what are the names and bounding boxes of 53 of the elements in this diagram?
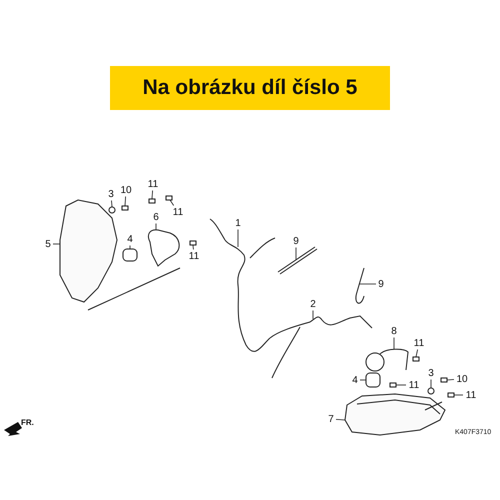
- rubber-strap: [278, 246, 318, 274]
- bolt: [148, 198, 156, 204]
- headlight-lens: [344, 394, 446, 436]
- callout-number: 10: [455, 374, 469, 384]
- callout-number: 3: [427, 368, 435, 378]
- callout-number: 9: [377, 278, 385, 290]
- bulb: [366, 372, 380, 388]
- callout-number: 7: [327, 414, 335, 424]
- washer: [108, 206, 116, 214]
- callout-number: 8: [390, 326, 398, 336]
- bolt: [412, 356, 420, 362]
- title-banner: Na obrázku díl číslo 5: [110, 66, 390, 110]
- leader-line: [124, 196, 126, 206]
- callout-number: 4: [126, 234, 134, 244]
- bolt: [440, 378, 448, 382]
- leader-line: [446, 379, 454, 380]
- leader-line: [312, 310, 314, 320]
- callout-number: 3: [107, 188, 115, 200]
- cable-tie: [355, 268, 364, 304]
- bolt: [190, 240, 196, 246]
- washer: [428, 388, 434, 394]
- front-direction-label: FR.: [21, 418, 34, 427]
- leader-line: [170, 200, 174, 206]
- callout-number: 5: [44, 238, 52, 250]
- callout-number: 11: [187, 250, 201, 262]
- bolt: [166, 196, 172, 200]
- leader-line: [336, 418, 346, 420]
- leader-line: [416, 349, 418, 358]
- callout-number: 6: [152, 212, 160, 222]
- leader-line: [152, 190, 153, 200]
- leader-line: [192, 244, 194, 250]
- bolt: [122, 206, 128, 210]
- bulb: [122, 248, 138, 262]
- callout-number: 11: [171, 206, 185, 218]
- callout-number: 2: [309, 298, 317, 310]
- headlight-lens: [60, 199, 118, 303]
- leader-line: [454, 394, 464, 396]
- leader-line: [396, 384, 406, 386]
- bolt: [390, 382, 396, 388]
- bolt: [448, 392, 454, 398]
- socket-bracket: [148, 229, 180, 266]
- callout-number: 11: [464, 390, 478, 400]
- callout-number: 10: [119, 184, 133, 196]
- callout-number: 11: [412, 338, 426, 348]
- callout-number: 9: [292, 236, 300, 246]
- wire-harness: [224, 238, 276, 352]
- callout-number: 1: [234, 218, 242, 228]
- bulb-socket: [366, 348, 408, 372]
- callout-number: 11: [407, 380, 421, 390]
- callout-number: 4: [351, 374, 359, 386]
- callout-number: 11: [146, 178, 160, 190]
- leader-line: [111, 200, 112, 208]
- leader-line: [430, 379, 432, 388]
